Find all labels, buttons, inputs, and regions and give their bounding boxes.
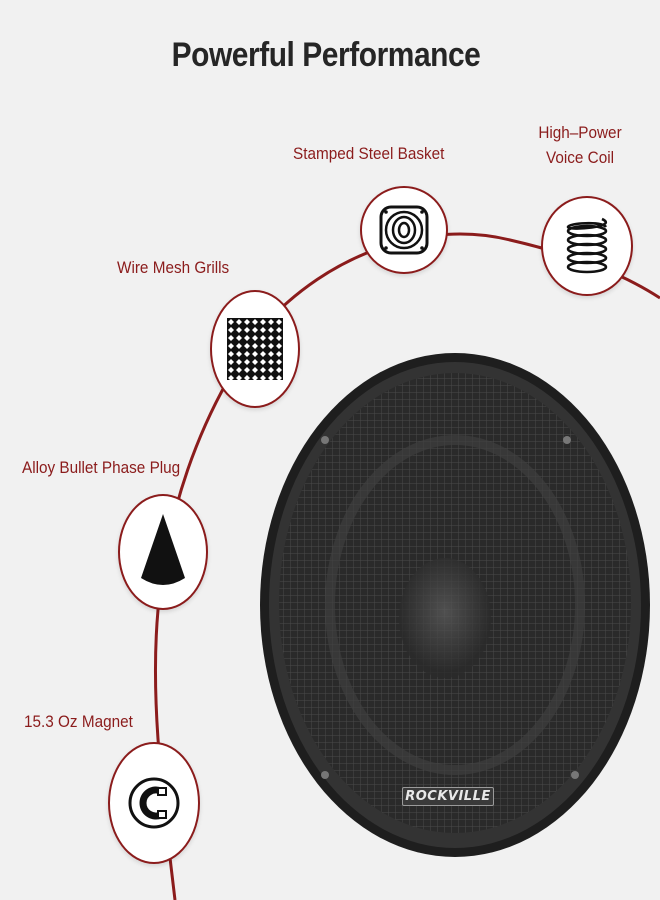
coil-icon [566,217,608,274]
feature-label-coil-line2: Voice Coil [545,148,615,167]
magnet-icon [128,777,180,829]
cone-icon [141,514,185,585]
feature-label-coil: High–Power Voice Coil [531,120,630,170]
feature-label-magnet: 15.3 Oz Magnet [24,712,133,731]
feature-label-mesh: Wire Mesh Grills [117,258,230,277]
feature-label-coil-line1: High–Power [538,123,622,142]
mesh-grill-icon [227,318,283,380]
brand-logo: ROCKVILLE [402,787,494,806]
page-title: Powerful Performance [171,36,481,74]
feature-basket [360,186,448,274]
speaker-basket-icon [379,205,429,255]
feature-magnet [108,742,200,864]
feature-label-basket: Stamped Steel Basket [293,144,445,163]
feature-label-phase-plug: Alloy Bullet Phase Plug [22,458,181,477]
feature-phase-plug [118,494,208,610]
feature-coil [541,196,633,296]
speaker-image [260,353,650,857]
feature-mesh [210,290,300,408]
